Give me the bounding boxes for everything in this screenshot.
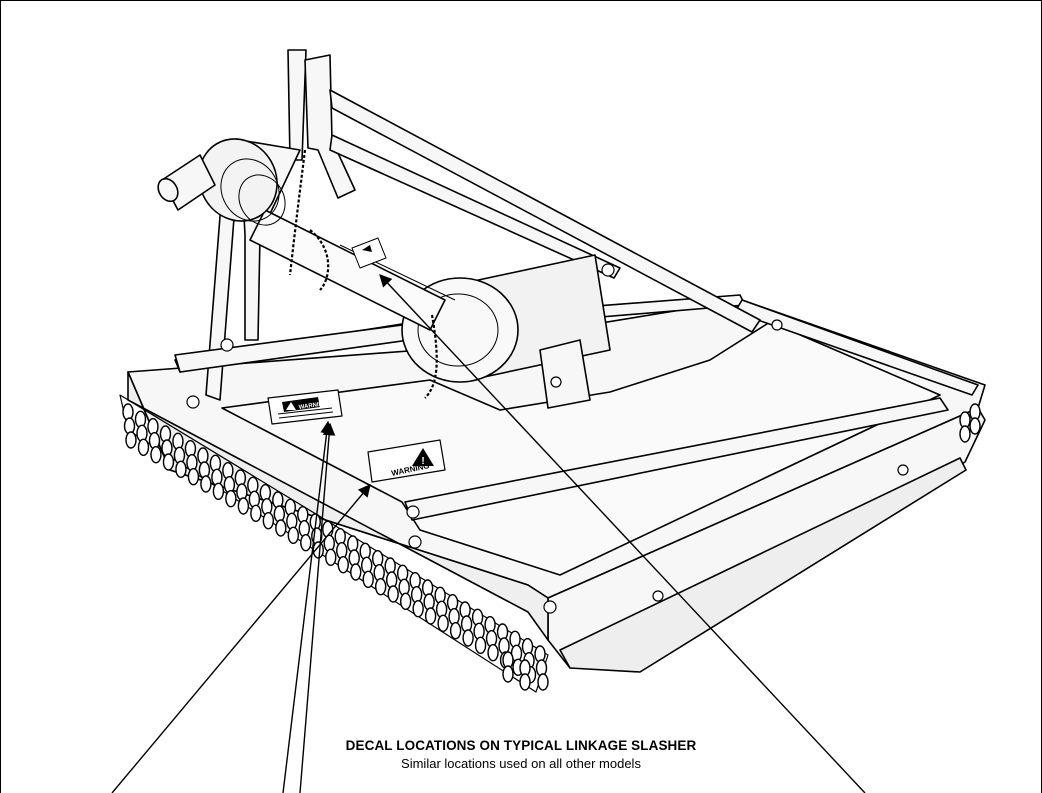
leader-lines: [111, 274, 866, 793]
chain-link: [262, 511, 275, 530]
chain-link: [412, 599, 424, 618]
chain-link: [325, 548, 337, 567]
leader-deck-panel: [111, 484, 371, 793]
chain-link: [350, 563, 362, 581]
chain-link: [502, 665, 514, 683]
chain-link: [449, 621, 462, 640]
chain-link: [150, 445, 162, 464]
chain-link: [250, 504, 262, 523]
gearbox-stand: [539, 339, 591, 409]
chain-links-front: [122, 403, 549, 691]
chain-link: [300, 533, 312, 552]
leader-deck-banner-2: [299, 422, 336, 793]
a-frame-upright-1: [287, 49, 307, 161]
top-link-tube: [329, 89, 761, 333]
pto-shaft: [249, 209, 446, 331]
chain-link: [237, 497, 250, 515]
skid-plate: [559, 457, 967, 673]
chain-link: [474, 636, 487, 655]
safety-chain-3: [424, 314, 438, 399]
chain-link: [337, 555, 349, 574]
chain-link: [519, 673, 531, 691]
chain-link: [125, 431, 137, 449]
chain-link: [387, 585, 399, 603]
pto-cone: [198, 138, 278, 222]
chain-link: [959, 425, 971, 443]
pto-guard-decal: [351, 237, 387, 269]
chain-link: [162, 453, 175, 471]
chain-link: [362, 570, 374, 589]
chain-link: [275, 519, 287, 537]
chain-links-side: [502, 403, 981, 691]
svg-text:!: !: [421, 456, 424, 467]
safety-chain-1: [288, 149, 307, 276]
chain-link: [399, 592, 412, 611]
leader-deck-banner-1: [282, 420, 333, 793]
chain-link: [969, 417, 981, 435]
chain-link: [462, 629, 474, 647]
chain-link: [487, 643, 499, 662]
warning-triangle-panel: [367, 439, 446, 483]
chain-link: [200, 475, 212, 493]
chain-link: [424, 607, 437, 625]
chain-link: [225, 489, 237, 508]
figure-caption-title: DECAL LOCATIONS ON TYPICAL LINKAGE SLASH…: [345, 738, 697, 753]
chain-link: [437, 614, 449, 633]
pto-decal-icon: [362, 245, 372, 252]
chain-link: [212, 482, 225, 501]
a-frame-upright-2: [304, 54, 356, 199]
leader-pto-guard: [379, 274, 866, 793]
warning-banner-icon: WARNING: [277, 397, 334, 419]
chain-link: [287, 526, 300, 545]
chain-link: [137, 438, 150, 457]
chain-link: [374, 577, 387, 596]
chain-link: [175, 460, 187, 479]
figure-caption-subtitle: Similar locations used on all other mode…: [401, 756, 641, 771]
chain-link: [537, 673, 549, 691]
chain-link: [187, 467, 200, 486]
top-link-tube-2: [329, 134, 621, 279]
deck-banner-label: WARNING: [298, 401, 328, 411]
